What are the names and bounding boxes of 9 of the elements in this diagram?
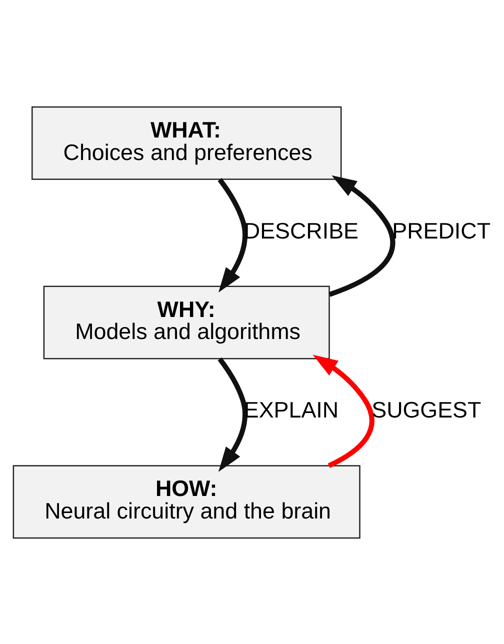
arrow xyxy=(328,174,396,296)
node-box: HOW: Neural circuitry and the brain xyxy=(12,464,360,538)
edge-label: SUGGEST xyxy=(372,397,482,422)
node-box: WHAT: Choices and preferences xyxy=(32,106,342,180)
arrow xyxy=(312,354,374,468)
edge-label: PREDICT xyxy=(392,218,491,243)
arrow xyxy=(218,178,248,292)
arrow xyxy=(218,356,248,472)
node-box: WHY: Models and algorithms xyxy=(43,285,330,359)
